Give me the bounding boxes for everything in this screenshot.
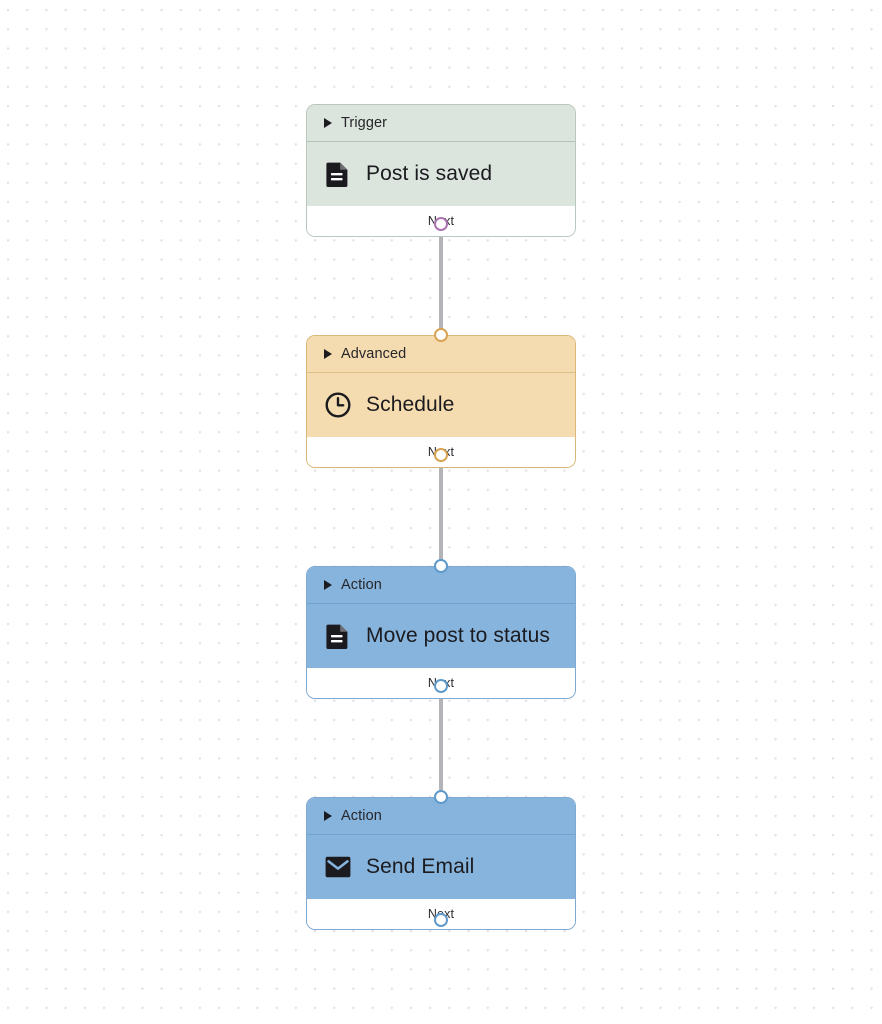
envelope-icon [324,853,352,881]
connector-move-to-email[interactable] [439,683,443,797]
node-output-port-trigger[interactable] [434,217,448,231]
node-type-label: Action [341,577,382,593]
node-title: Send Email [366,855,475,879]
node-title: Post is saved [366,162,493,186]
node-header-trigger[interactable]: Trigger [307,105,575,141]
node-header-advanced[interactable]: Advanced [307,336,575,372]
node-header-action[interactable]: Action [307,798,575,834]
workflow-node-trigger[interactable]: Trigger Post is saved Next [306,104,576,237]
connector-trigger-to-advanced[interactable] [439,221,443,335]
node-output-port-advanced[interactable] [434,448,448,462]
node-output-port-action-send-email[interactable] [434,913,448,927]
node-body-trigger[interactable]: Post is saved [307,142,575,206]
node-input-port-advanced[interactable] [434,328,448,342]
node-type-label: Action [341,808,382,824]
node-type-label: Advanced [341,346,407,362]
workflow-node-action-move-post[interactable]: Action Move post to status Next [306,566,576,699]
node-title: Move post to status [366,624,550,648]
connector-advanced-to-move[interactable] [439,452,443,566]
chevron-right-icon[interactable] [324,811,332,821]
clock-icon [324,391,352,419]
node-input-port-action-move-post[interactable] [434,559,448,573]
node-divider [307,372,575,373]
node-divider [307,603,575,604]
node-title: Schedule [366,393,455,417]
node-body-action-move-post[interactable]: Move post to status [307,604,575,668]
chevron-right-icon[interactable] [324,118,332,128]
node-input-port-action-send-email[interactable] [434,790,448,804]
workflow-node-action-send-email[interactable]: Action Send Email Next [306,797,576,930]
node-header-action[interactable]: Action [307,567,575,603]
chevron-right-icon[interactable] [324,349,332,359]
document-icon [324,622,352,650]
workflow-node-advanced[interactable]: Advanced Schedule Next [306,335,576,468]
node-type-label: Trigger [341,115,388,131]
node-divider [307,834,575,835]
node-divider [307,141,575,142]
chevron-right-icon[interactable] [324,580,332,590]
node-body-action-send-email[interactable]: Send Email [307,835,575,899]
document-icon [324,160,352,188]
node-body-advanced[interactable]: Schedule [307,373,575,437]
node-output-port-action-move-post[interactable] [434,679,448,693]
